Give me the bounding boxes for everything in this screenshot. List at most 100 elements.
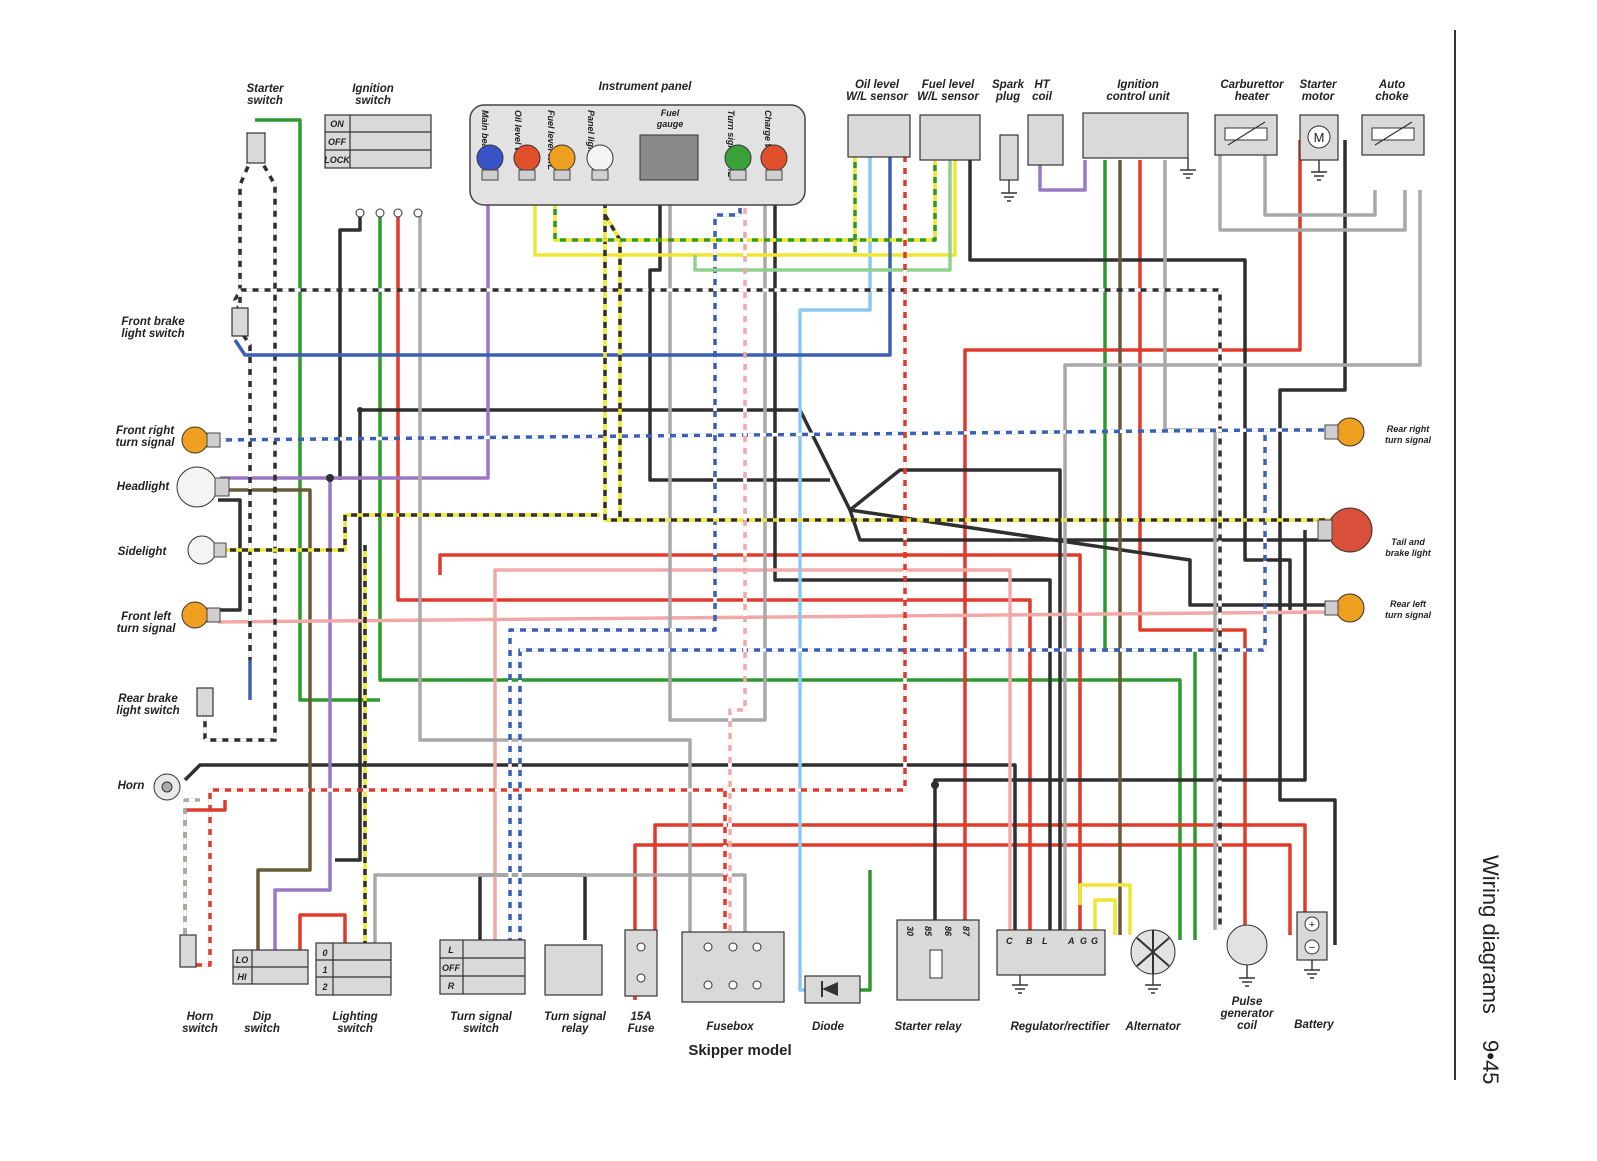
- wire-grey: [1163, 160, 1217, 930]
- headlight: Headlight: [117, 466, 230, 508]
- rear-left-turn-signal: Rear left turn signal: [1324, 593, 1431, 623]
- lamp-label-panel-light: Panel light: [586, 110, 596, 157]
- turn-relay-label-1: Turn signal: [544, 1011, 607, 1023]
- wire-black: [1278, 140, 1347, 945]
- starter-motor: Starter motor M: [1299, 79, 1339, 181]
- wire-purple: [273, 478, 332, 950]
- front-right-turn-label-2: turn signal: [116, 437, 176, 449]
- wire-red: [963, 140, 1302, 960]
- ignition-switch-label-2: switch: [355, 95, 391, 107]
- lighting-switch-label-2: switch: [337, 1023, 373, 1035]
- reg-terminal-b: B: [1026, 936, 1033, 946]
- lamp-label-fuel-level: Fuel level W/L: [546, 110, 556, 170]
- battery-plus-symbol: +: [1309, 919, 1315, 931]
- auto-choke-label-1: Auto: [1378, 79, 1405, 91]
- front-right-turn-signal: Front right turn signal: [116, 425, 221, 454]
- starter-relay-label: Starter relay: [894, 1021, 962, 1033]
- front-left-turn-signal: Front left turn signal: [117, 601, 221, 635]
- rear-left-turn-lamp-icon: [1335, 593, 1365, 623]
- ignition-pos-on: ON: [330, 119, 344, 129]
- alternator-label: Alternator: [1125, 1021, 1181, 1033]
- ht-coil-label-1: HT: [1034, 79, 1050, 91]
- turn-signal-lamp-icon: [724, 144, 752, 181]
- starter-switch-icon: [246, 132, 266, 164]
- wire-pink-white: [728, 190, 747, 935]
- pulse-coil-label-1: Pulse: [1232, 996, 1263, 1008]
- fuse-15a: 15A Fuse: [624, 929, 658, 1035]
- front-right-turn-lamp-icon: [181, 426, 209, 454]
- ht-coil-icon: [1027, 114, 1064, 166]
- spark-plug: Spark plug: [992, 79, 1025, 202]
- turn-signal-switch: L OFF R Turn signal switch: [439, 939, 526, 1035]
- tail-light-bulb-icon: [1327, 507, 1373, 553]
- wire-black: [968, 160, 1292, 610]
- battery-label: Battery: [1294, 1019, 1334, 1031]
- wire-black: [360, 408, 1062, 930]
- rear-brake-light-switch: Rear brake light switch: [116, 687, 214, 717]
- turn-pos-off: OFF: [442, 963, 460, 973]
- relay-terminal-30: 30: [905, 926, 915, 936]
- fuel-level-sensor: Fuel level W/L sensor: [917, 79, 981, 161]
- reg-terminal-g1: G: [1080, 936, 1087, 946]
- striped-wires: [183, 149, 1330, 967]
- wire-red: [438, 553, 1082, 940]
- turn-relay-label-2: relay: [562, 1023, 589, 1035]
- ht-coil-label-2: coil: [1032, 91, 1053, 103]
- ignition-terminals-icon: [355, 208, 423, 218]
- ignition-pos-lock: LOCK: [324, 155, 351, 165]
- ignition-switch-body: [324, 114, 432, 169]
- horn-switch: Horn switch: [179, 934, 218, 1035]
- icu-icon: [1082, 112, 1189, 159]
- front-brake-switch-label-2: light switch: [121, 328, 184, 340]
- wire-green: [378, 215, 1182, 940]
- front-left-turn-label-2: turn signal: [117, 623, 177, 635]
- regulator-rectifier-icon: [996, 929, 1106, 976]
- lighting-switch-body: [315, 942, 392, 996]
- fuse-label-2: Fuse: [628, 1023, 655, 1035]
- fuel-level-sensor-icon: [919, 114, 981, 161]
- main-beam-lamp-icon: [476, 144, 504, 181]
- alternator: Alternator: [1125, 929, 1181, 1033]
- starter-switch-label-2: switch: [247, 95, 283, 107]
- headlight-bulb-icon: [176, 466, 218, 508]
- oil-level-sensor-label-2: W/L sensor: [846, 91, 908, 103]
- turn-signal-switch-label-2: switch: [463, 1023, 499, 1035]
- tail-light-label-1: Tail and: [1391, 537, 1425, 547]
- rear-right-turn-label-1: Rear right: [1387, 424, 1431, 434]
- diode: Diode: [804, 975, 861, 1033]
- turn-signal-switch-label-1: Turn signal: [450, 1011, 513, 1023]
- spark-plug-label-2: plug: [995, 91, 1020, 103]
- sidebar-title: Wiring diagrams: [1478, 855, 1503, 1014]
- turn-pos-l: L: [448, 945, 454, 955]
- reg-terminal-g2: G: [1091, 936, 1098, 946]
- rear-right-turn-lamp-icon: [1335, 417, 1365, 447]
- dip-pos-lo: LO: [236, 955, 249, 965]
- oil-level-sensor-label-1: Oil level: [855, 79, 900, 91]
- wire-green: [860, 870, 872, 992]
- ignition-switch: Ignition switch ON OFF LOCK: [324, 83, 432, 218]
- wire-green: [255, 118, 380, 702]
- instrument-panel: Instrument panel Main beam W/L Oil level…: [469, 81, 806, 206]
- horn-switch-label-2: switch: [182, 1023, 218, 1035]
- carb-heater-label-2: heater: [1235, 91, 1270, 103]
- wire-grey: [418, 215, 692, 935]
- oil-level-sensor-icon: [847, 114, 911, 158]
- lighting-pos-2: 2: [321, 982, 327, 992]
- wire-grey: [668, 195, 767, 722]
- starter-motor-label-1: Starter: [1299, 79, 1337, 91]
- starter-switch: Starter switch: [246, 83, 284, 164]
- carb-heater-label-1: Carburettor: [1220, 79, 1284, 91]
- fuel-level-lamp-icon: [548, 144, 576, 181]
- wire-lightgreen: [693, 160, 952, 272]
- wire-red: [1138, 160, 1247, 930]
- lighting-switch-label-1: Lighting: [332, 1011, 377, 1023]
- fusebox-label: Fusebox: [706, 1021, 754, 1033]
- icu-label-2: control unit: [1106, 91, 1170, 103]
- turn-signal-relay-icon: [544, 944, 603, 996]
- lamp-label-turn-signal: Turn signal W/L: [726, 110, 736, 177]
- auto-choke: Auto choke: [1361, 79, 1425, 156]
- sidebar-heading: Wiring diagrams 9•45: [1478, 855, 1503, 1084]
- dip-switch-label-1: Dip: [253, 1011, 272, 1023]
- sidelight-label: Sidelight: [118, 546, 168, 558]
